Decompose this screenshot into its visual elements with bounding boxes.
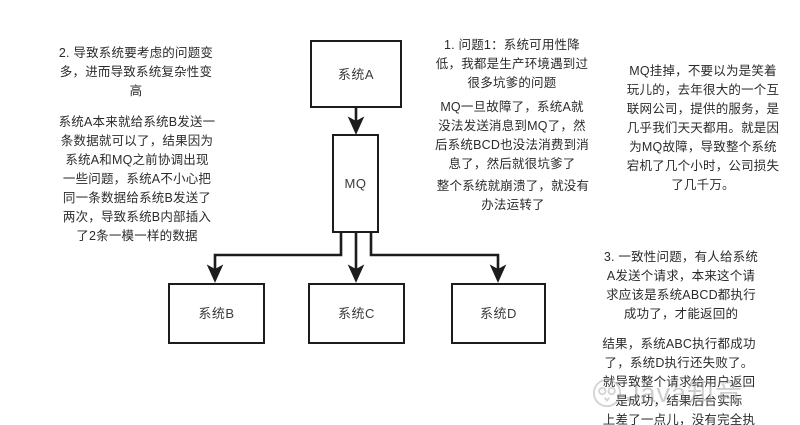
node-system-a-label: 系统A — [337, 66, 375, 82]
annotation-duplicate-message: 系统A本来就给系统B发送一 条数据就可以了，结果因为 系统A和MQ之前协调出现 … — [58, 115, 216, 243]
node-mq[interactable]: MQ — [332, 134, 379, 233]
annotation-partial-failure-result: 结果，系统ABC执行都成功 了，系统D执行还失败了。 就导致整个请求给用户返回 … — [602, 337, 756, 425]
node-system-b[interactable]: 系统B — [168, 283, 265, 344]
annotation-outage-story: MQ挂掉，不要以为是笑着 玩儿的，去年很大的一个互 联网公司，提供的服务，是 几… — [626, 64, 780, 192]
node-system-c-label: 系统C — [338, 306, 375, 321]
annotation-availability: 1. 问题1：系统可用性降 低，我都是生产环境遇到过 很多坑爹的问题 — [435, 38, 589, 90]
annotation-system-collapse: 整个系统就崩溃了，就没有 办法运转了 — [436, 179, 590, 212]
annotation-consistency: 3. 一致性问题，有人给系统 A发送个请求，本来这个请 求应该是系统ABCD都执… — [603, 250, 759, 321]
node-system-c[interactable]: 系统C — [308, 283, 405, 344]
node-system-a[interactable]: 系统A — [310, 40, 402, 108]
annotation-mq-failure: MQ一旦故障了，系统A就 没法发送消息到MQ了，然 后系统BCD也没法消费到消 … — [435, 100, 589, 171]
node-system-b-label: 系统B — [198, 306, 235, 321]
node-system-d-label: 系统D — [480, 306, 517, 321]
edge-mq-to-system-d — [369, 233, 507, 283]
annotation-complexity: 2. 导致系统要考虑的问题变 多，进而导致系统复杂性变 高 — [58, 46, 214, 98]
node-system-d[interactable]: 系统D — [451, 283, 546, 344]
node-mq-label: MQ — [344, 176, 367, 191]
